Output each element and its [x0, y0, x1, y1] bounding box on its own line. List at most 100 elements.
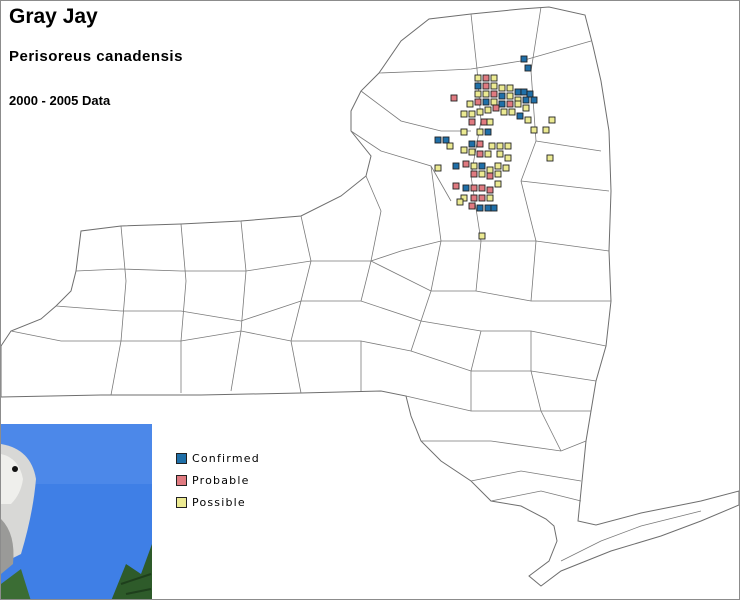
confirmed-block	[520, 55, 528, 63]
confirmed-block	[524, 64, 532, 72]
legend-item-probable: Probable	[176, 469, 260, 491]
possible-block	[468, 148, 476, 156]
possible-block	[486, 194, 494, 202]
possible-block	[478, 170, 486, 178]
possible-block	[502, 164, 510, 172]
possible-block	[548, 116, 556, 124]
probable-block	[470, 194, 478, 202]
possible-block	[460, 110, 468, 118]
possible-block	[476, 128, 484, 136]
possible-block	[504, 142, 512, 150]
confirmed-block	[490, 204, 498, 212]
possible-block	[506, 92, 514, 100]
probable-block	[492, 104, 500, 112]
confirmed-block	[474, 82, 482, 90]
legend-label: Confirmed	[192, 451, 260, 465]
possible-block	[460, 146, 468, 154]
probable-block	[478, 194, 486, 202]
confirmed-block	[478, 162, 486, 170]
possible-block	[506, 84, 514, 92]
confirmed-block	[526, 90, 534, 98]
legend-label: Possible	[192, 495, 246, 509]
confirmed-block	[434, 136, 442, 144]
probable-block	[486, 186, 494, 194]
confirmed-block	[522, 96, 530, 104]
gray-jay-photo	[1, 424, 152, 599]
possible-block	[478, 232, 486, 240]
possible-block	[474, 74, 482, 82]
possible-block	[460, 128, 468, 136]
probable-block	[476, 140, 484, 148]
probable-block	[450, 94, 458, 102]
confirmed-block	[452, 162, 460, 170]
possible-block	[504, 154, 512, 162]
probable-block	[452, 182, 460, 190]
possible-block	[474, 90, 482, 98]
possible-block	[488, 142, 496, 150]
confirmed-block	[484, 204, 492, 212]
possible-block	[490, 74, 498, 82]
data-period: 2000 - 2005 Data	[9, 93, 111, 108]
possible-block	[494, 162, 502, 170]
possible-block	[466, 100, 474, 108]
legend-item-confirmed: Confirmed	[176, 447, 260, 469]
possible-block	[524, 116, 532, 124]
confirmed-block	[498, 100, 506, 108]
confirmed-block	[498, 92, 506, 100]
species-scientific-name: Perisoreus canadensis	[9, 48, 183, 65]
probable-block	[490, 90, 498, 98]
possible-swatch-icon	[176, 496, 187, 508]
probable-block	[478, 184, 486, 192]
probable-block	[476, 150, 484, 158]
possible-block	[498, 84, 506, 92]
probable-block	[462, 160, 470, 168]
possible-block	[468, 110, 476, 118]
possible-block	[500, 108, 508, 116]
confirmed-swatch-icon	[176, 452, 187, 464]
state-outline	[1, 6, 739, 587]
legend: Confirmed Probable Possible	[176, 447, 260, 513]
confirmed-block	[482, 98, 490, 106]
record-blocks	[434, 55, 556, 240]
confirmed-block	[476, 204, 484, 212]
confirmed-block	[468, 140, 476, 148]
possible-block	[494, 180, 502, 188]
possible-block	[508, 108, 516, 116]
probable-block	[506, 100, 514, 108]
possible-block	[476, 108, 484, 116]
legend-label: Probable	[192, 473, 250, 487]
possible-block	[484, 106, 492, 114]
possible-block	[460, 194, 468, 202]
possible-block	[542, 126, 550, 134]
possible-block	[490, 82, 498, 90]
possible-block	[494, 170, 502, 178]
probable-block	[482, 82, 490, 90]
confirmed-block	[514, 88, 522, 96]
confirmed-block	[462, 184, 470, 192]
probable-block	[482, 74, 490, 82]
probable-block	[470, 184, 478, 192]
probable-swatch-icon	[176, 474, 187, 486]
possible-block	[482, 90, 490, 98]
possible-block	[496, 150, 504, 158]
possible-block	[486, 166, 494, 174]
possible-block	[484, 150, 492, 158]
possible-block	[470, 162, 478, 170]
confirmed-block	[530, 96, 538, 104]
possible-block	[490, 98, 498, 106]
possible-block	[486, 118, 494, 126]
confirmed-block	[520, 88, 528, 96]
probable-block	[470, 170, 478, 178]
species-common-name: Gray Jay	[9, 5, 98, 28]
possible-block	[546, 154, 554, 162]
possible-block	[446, 142, 454, 150]
possible-block	[522, 104, 530, 112]
bird-illustration	[1, 424, 152, 599]
probable-block	[480, 118, 488, 126]
possible-block	[514, 100, 522, 108]
possible-block	[456, 198, 464, 206]
possible-block	[434, 164, 442, 172]
county-boundaries	[10, 6, 702, 562]
